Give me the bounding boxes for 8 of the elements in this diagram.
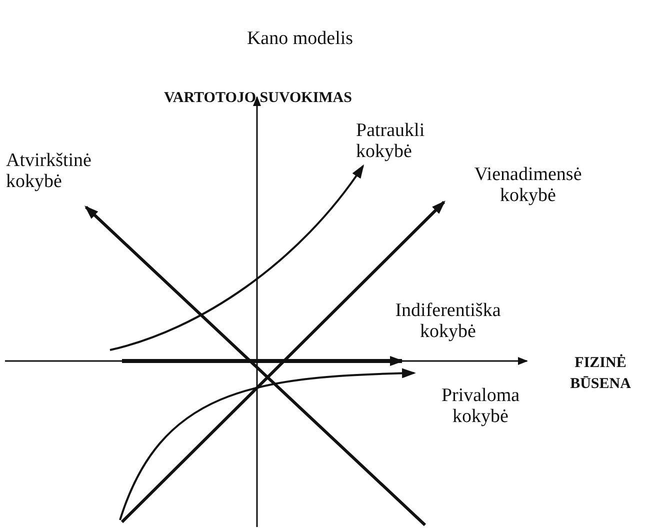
curve-label: Atvirkštinė kokybė <box>6 150 92 192</box>
chart-title: Kano modelis <box>246 28 354 49</box>
curve-label: Indiferentiška kokybė <box>394 300 502 342</box>
axis-title: FIZINĖ BŪSENA <box>569 353 632 394</box>
curve-label: Patraukli kokybė <box>356 120 426 162</box>
curve-label: Privaloma kokybė <box>440 385 521 427</box>
axis-title: VARTOTOJO SUVOKIMAS <box>163 89 353 108</box>
curve-label: Vienadimensė kokybė <box>473 164 583 206</box>
